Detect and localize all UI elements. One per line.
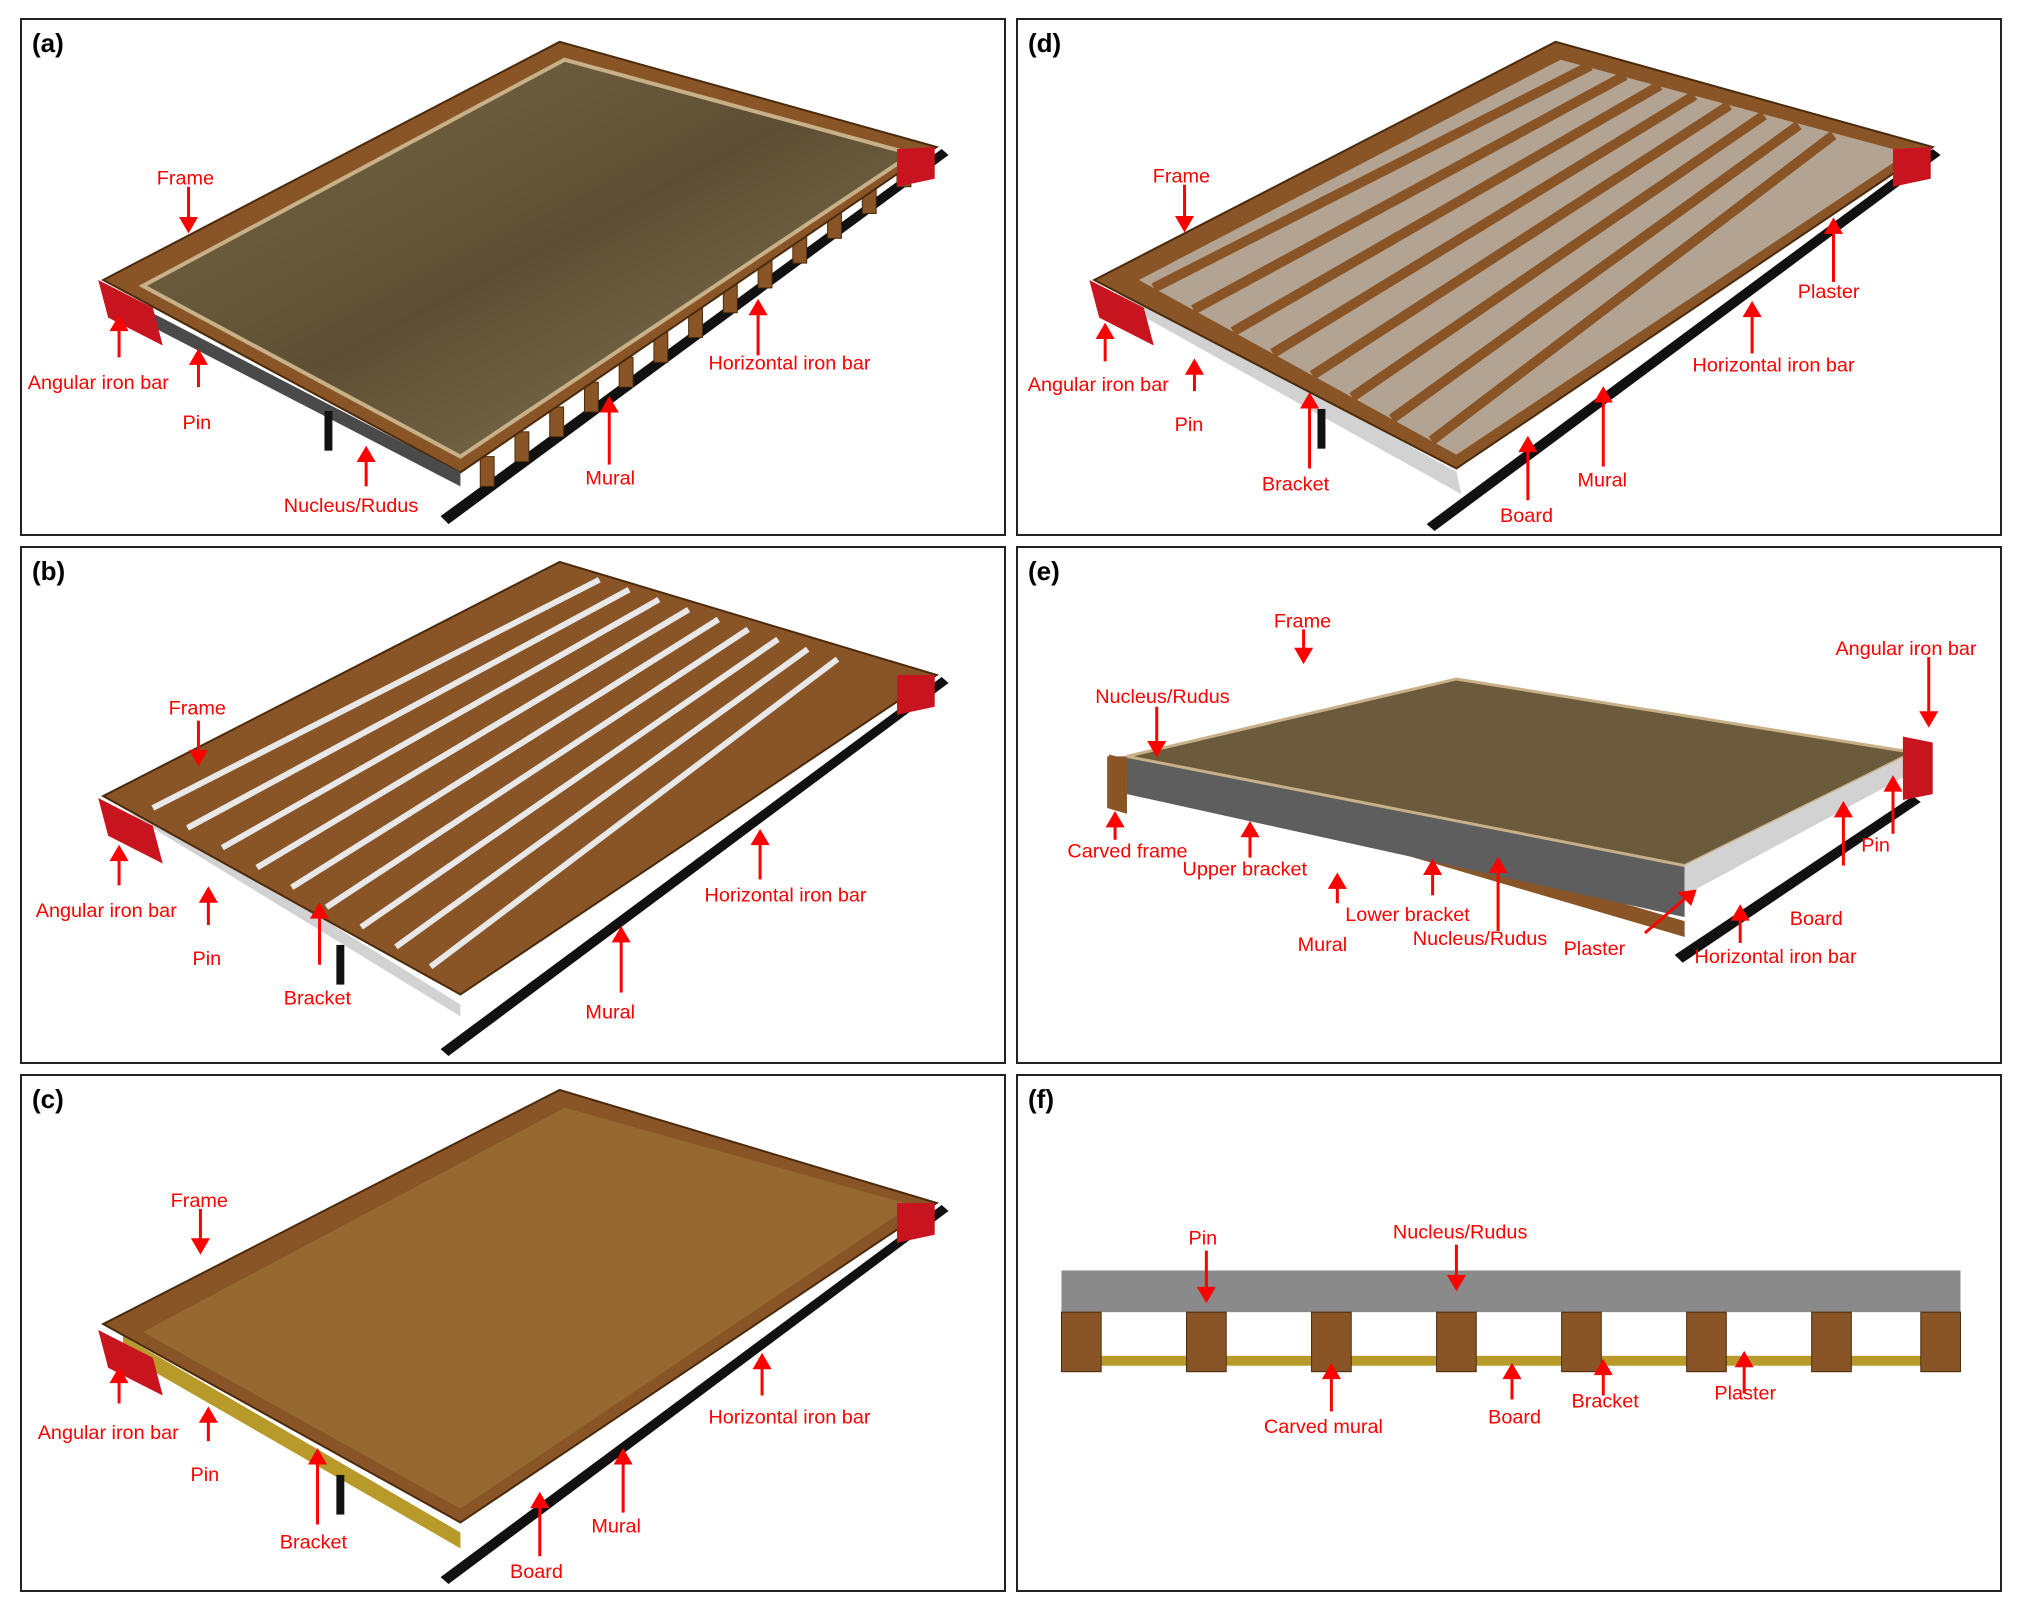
arrows xyxy=(109,720,770,993)
pin xyxy=(1317,408,1326,449)
panel-b: Frame Angular iron bar Pin Bracket Mural… xyxy=(20,546,1006,1064)
carved-frame xyxy=(1107,756,1127,814)
pin xyxy=(324,410,333,451)
label-board: Board xyxy=(1488,1406,1541,1428)
label-angular-iron-bar: Angular iron bar xyxy=(1028,374,1169,396)
label-frame: Frame xyxy=(1274,610,1331,632)
label-horizontal-iron-bar: Horizontal iron bar xyxy=(708,1406,870,1428)
plaster-layer xyxy=(1119,287,1462,495)
board-stripes xyxy=(151,577,840,970)
panel-a-diagram: Frame Angular iron bar Pin Nucleus/Rudus… xyxy=(28,40,949,525)
panel-label-c: (c) xyxy=(32,1084,64,1114)
label-nucleus-rudus: Nucleus/Rudus xyxy=(284,495,419,517)
horizontal-iron-bar xyxy=(440,1204,949,1585)
label-mural: Mural xyxy=(591,1515,641,1537)
arrows xyxy=(109,186,768,487)
horizontal-iron-bar xyxy=(440,676,949,1057)
label-horizontal-iron-bar: Horizontal iron bar xyxy=(1695,946,1857,968)
panel-d-diagram: Frame Angular iron bar Pin Bracket Board… xyxy=(1028,40,1941,532)
board-strips xyxy=(1151,61,1837,445)
label-nucleus-rudus: Nucleus/Rudus xyxy=(1393,1222,1528,1244)
angular-iron-bar-left xyxy=(98,1330,163,1396)
angular-iron-bar-right xyxy=(897,147,935,187)
label-angular-iron-bar: Angular iron bar xyxy=(1835,638,1976,660)
label-frame: Frame xyxy=(171,1190,228,1212)
label-pin: Pin xyxy=(192,948,221,970)
board-layer xyxy=(123,1335,461,1549)
label-pin: Pin xyxy=(1861,835,1890,857)
plaster-strip xyxy=(1684,752,1913,896)
label-frame: Frame xyxy=(157,168,214,190)
label-bracket: Bracket xyxy=(280,1531,348,1553)
label-frame: Frame xyxy=(169,698,226,720)
label-pin: Pin xyxy=(183,412,212,434)
label-board: Board xyxy=(510,1561,563,1583)
pin xyxy=(336,1474,345,1515)
label-nucleus-rudus-bottom: Nucleus/Rudus xyxy=(1413,928,1548,950)
panel-label-e: (e) xyxy=(1028,556,1060,586)
panel-a: Frame Angular iron bar Pin Nucleus/Rudus… xyxy=(20,18,1006,536)
label-lower-bracket: Lower bracket xyxy=(1345,904,1470,926)
panel-c: Frame Angular iron bar Pin Bracket Board… xyxy=(20,1074,1006,1592)
panel-label-a: (a) xyxy=(32,28,64,58)
label-horizontal-iron-bar: Horizontal iron bar xyxy=(705,884,867,906)
panel-label-f: (f) xyxy=(1028,1084,1054,1114)
panel-f: Pin Nucleus/Rudus Carved mural Board Bra… xyxy=(1016,1074,2002,1592)
arrows xyxy=(1105,629,1939,943)
panel-e: Frame Nucleus/Rudus Angular iron bar Car… xyxy=(1016,546,2002,1064)
label-bracket: Bracket xyxy=(284,987,352,1009)
mural-overlay xyxy=(142,1107,912,1509)
panel-c-diagram: Frame Angular iron bar Pin Bracket Board… xyxy=(38,1088,949,1585)
label-board: Board xyxy=(1790,908,1843,930)
label-plaster: Plaster xyxy=(1714,1382,1776,1404)
panel-e-diagram: Frame Nucleus/Rudus Angular iron bar Car… xyxy=(1067,610,1977,968)
arrows xyxy=(1196,1244,1754,1412)
angular-iron-bar-left xyxy=(1089,279,1154,346)
label-mural: Mural xyxy=(1577,469,1627,491)
angular-iron-bar-right xyxy=(1902,736,1933,801)
label-mural: Mural xyxy=(1298,934,1348,956)
label-mural: Mural xyxy=(585,467,635,489)
label-plaster: Plaster xyxy=(1564,938,1626,960)
arrows xyxy=(1095,184,1844,501)
label-angular-iron-bar: Angular iron bar xyxy=(38,1422,179,1444)
label-bracket: Bracket xyxy=(1262,473,1330,495)
horizontal-iron-bar xyxy=(1674,796,1921,963)
label-board: Board xyxy=(1500,505,1553,527)
angular-iron-bar-right xyxy=(897,675,935,715)
nucleus-layer xyxy=(1061,1270,1961,1313)
panel-b-diagram: Frame Angular iron bar Pin Bracket Mural… xyxy=(36,560,949,1057)
label-upper-bracket: Upper bracket xyxy=(1183,858,1308,880)
label-nucleus-rudus-top: Nucleus/Rudus xyxy=(1095,686,1230,708)
angular-iron-bar-left xyxy=(98,798,163,864)
label-pin: Pin xyxy=(191,1464,220,1486)
label-pin: Pin xyxy=(1175,414,1204,436)
nucleus-layer xyxy=(1126,756,1685,918)
mural-surface xyxy=(1138,59,1908,455)
label-plaster: Plaster xyxy=(1798,281,1860,303)
panel-label-d: (d) xyxy=(1028,28,1062,58)
angular-iron-bar-right xyxy=(1893,147,1931,187)
panel-label-b: (b) xyxy=(32,556,66,586)
angular-iron-bar-left xyxy=(98,279,163,346)
panel-d: Frame Angular iron bar Pin Bracket Board… xyxy=(1016,18,2002,536)
board-layer xyxy=(1061,1355,1961,1366)
label-horizontal-iron-bar: Horizontal iron bar xyxy=(708,352,870,374)
arrows xyxy=(109,1208,772,1557)
panel-f-diagram: Pin Nucleus/Rudus Carved mural Board Bra… xyxy=(1060,1222,1961,1438)
bracket-row xyxy=(1060,1311,1961,1373)
label-pin: Pin xyxy=(1188,1228,1217,1250)
label-mural: Mural xyxy=(585,1001,635,1023)
label-angular-iron-bar: Angular iron bar xyxy=(28,372,169,394)
label-frame: Frame xyxy=(1153,166,1210,188)
label-carved-frame: Carved frame xyxy=(1067,841,1187,863)
nucleus-edge xyxy=(123,297,461,487)
label-horizontal-iron-bar: Horizontal iron bar xyxy=(1693,354,1855,376)
label-carved-mural: Carved mural xyxy=(1264,1416,1383,1438)
label-bracket: Bracket xyxy=(1572,1390,1640,1412)
label-angular-iron-bar: Angular iron bar xyxy=(36,900,177,922)
horizontal-iron-bar xyxy=(1426,148,1941,532)
angular-iron-bar-right xyxy=(897,1203,935,1243)
pin xyxy=(336,944,345,985)
